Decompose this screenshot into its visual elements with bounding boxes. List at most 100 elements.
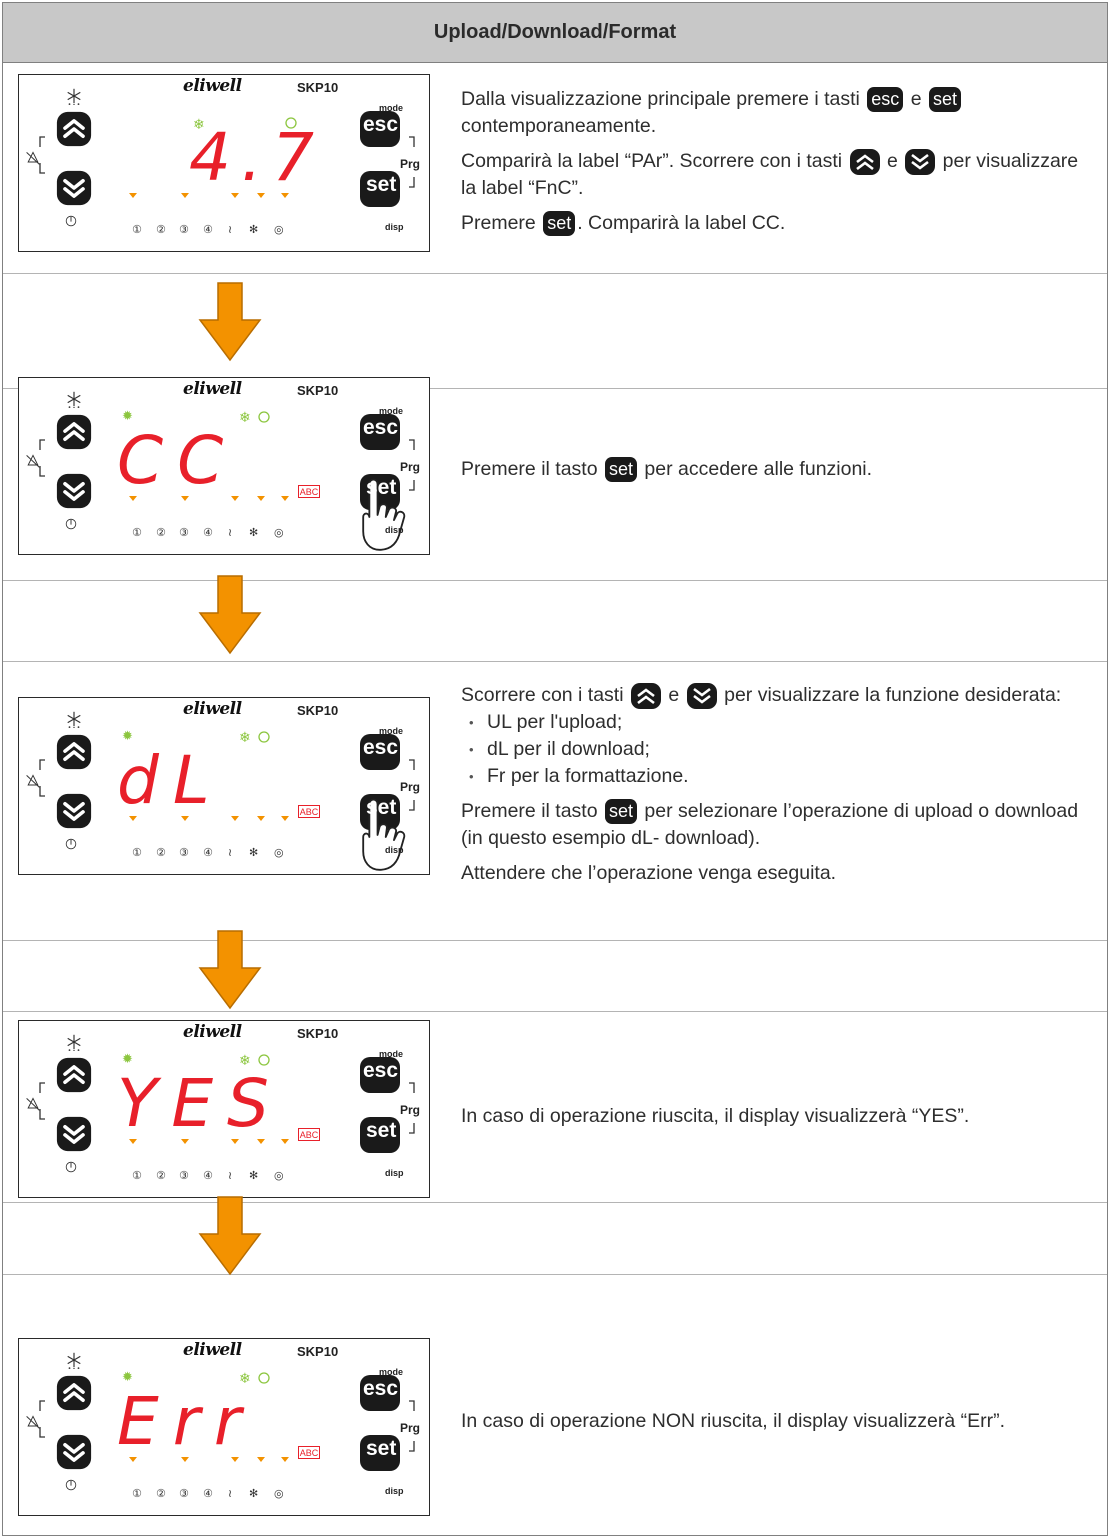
brand-logo: eliwell: [183, 76, 242, 96]
svg-text:①: ①: [132, 223, 142, 236]
snowflake-icon: [67, 1352, 81, 1369]
alarm-mute-icon: [26, 1097, 40, 1111]
up-arrow-key: [56, 1375, 92, 1411]
svg-text:◎: ◎: [274, 526, 284, 539]
svg-text:①: ①: [132, 526, 142, 539]
svg-text:①: ①: [132, 1487, 142, 1500]
display-readout: YES: [117, 1065, 283, 1142]
alarm-mute-icon: [26, 454, 40, 468]
list-item: dL per il download;: [469, 736, 1091, 763]
brand-logo: eliwell: [183, 379, 242, 399]
set-key-inline: set: [929, 87, 962, 113]
row-divider: [3, 1011, 1107, 1012]
disp-label: disp: [385, 1168, 404, 1178]
esc-key: [360, 414, 400, 450]
step-5-text: In caso di operazione NON riuscita, il d…: [461, 1410, 1006, 1432]
svg-text:◎: ◎: [274, 223, 284, 236]
svg-text:①: ①: [132, 846, 142, 859]
down-arrow-key: [56, 1116, 92, 1152]
svg-text:✹: ✹: [122, 1052, 133, 1067]
abc-indicator: ABC: [298, 805, 320, 818]
step-1-text: Dalla visualizzazione principale premere…: [461, 86, 1091, 245]
decimal-leds: [129, 496, 289, 501]
svg-text:≀: ≀: [228, 1487, 232, 1500]
prg-label: Prg: [400, 1421, 421, 1435]
list-item: Fr per la formattazione.: [469, 763, 1091, 790]
svg-text:④: ④: [203, 1487, 213, 1500]
up-key-icon: [630, 682, 661, 709]
model-label: SKP10: [297, 383, 339, 398]
svg-text:≀: ≀: [228, 526, 232, 539]
abc-indicator: ABC: [298, 1128, 320, 1141]
svg-text:✻: ✻: [249, 1169, 258, 1182]
set-key: [360, 1117, 400, 1153]
decimal-leds: [129, 816, 289, 821]
svg-text:❄: ❄: [193, 117, 205, 133]
down-arrow-icon: [198, 1196, 262, 1276]
set-key: [360, 1435, 400, 1471]
brand-logo: eliwell: [183, 1022, 242, 1042]
up-arrow-key: [56, 734, 92, 770]
svg-text:②: ②: [156, 526, 166, 539]
svg-text:③: ③: [179, 1169, 189, 1182]
svg-text:❄: ❄: [239, 730, 251, 746]
set-key-label: set: [366, 1437, 397, 1460]
row-divider: [3, 388, 1107, 389]
list-item: UL per l'upload;: [469, 709, 1091, 736]
down-arrow-icon: [198, 930, 262, 1010]
svg-text:❄: ❄: [239, 1371, 251, 1387]
svg-text:③: ③: [179, 1487, 189, 1500]
esc-key: [360, 111, 400, 147]
svg-text:≀: ≀: [228, 1169, 232, 1182]
step-4-text: In caso di operazione riuscita, il displ…: [461, 1105, 970, 1127]
alarm-mute-icon: [26, 1415, 40, 1429]
power-icon: [65, 518, 77, 530]
row-divider: [3, 661, 1107, 662]
disp-label: disp: [385, 845, 404, 855]
esc-key-label: esc: [363, 736, 399, 759]
svg-text:✻: ✻: [249, 846, 258, 859]
display-readout: Err: [117, 1383, 255, 1460]
set-key-label: set: [366, 1119, 397, 1142]
svg-text:③: ③: [179, 846, 189, 859]
decimal-leds: [129, 193, 289, 198]
svg-text:④: ④: [203, 846, 213, 859]
esc-key: [360, 1057, 400, 1093]
esc-key-label: esc: [363, 113, 399, 136]
mode-label: mode: [379, 103, 404, 113]
snowflake-icon: [67, 711, 81, 728]
svg-text:②: ②: [156, 223, 166, 236]
decimal-leds: [129, 1139, 289, 1144]
decimal-leds: [129, 1457, 289, 1462]
prg-label: Prg: [400, 157, 421, 171]
set-key: [360, 171, 400, 207]
svg-text:②: ②: [156, 846, 166, 859]
row-divider: [3, 940, 1107, 941]
esc-key: [360, 734, 400, 770]
display-readout: 4.7: [189, 119, 324, 196]
up-arrow-key: [56, 1057, 92, 1093]
down-arrow-key: [56, 170, 92, 206]
esc-key-inline: esc: [867, 87, 904, 113]
svg-text:①: ①: [132, 1169, 142, 1182]
snowflake-icon: [67, 88, 81, 105]
set-key-label: set: [366, 173, 397, 196]
row-divider: [3, 1274, 1107, 1275]
display-readout: dL: [117, 742, 224, 819]
row-divider: [3, 580, 1107, 581]
svg-text:◎: ◎: [274, 1169, 284, 1182]
power-icon: [65, 1479, 77, 1491]
abc-indicator: ABC: [298, 485, 320, 498]
disp-label: disp: [385, 1486, 404, 1496]
mode-label: mode: [379, 406, 404, 416]
svg-text:◎: ◎: [274, 1487, 284, 1500]
